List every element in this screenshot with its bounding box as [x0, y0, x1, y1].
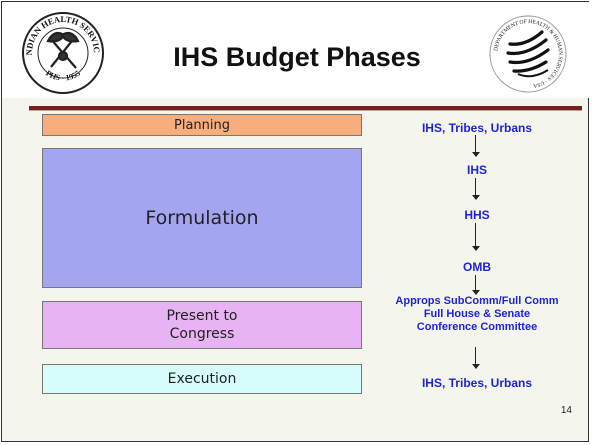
actor-ihs-tribes-urbans-execution: IHS, Tribes, Urbans [421, 376, 533, 390]
actor-congress-committees: Approps SubComm/Full Comm Full House & S… [372, 295, 582, 334]
arrow-down-icon [471, 223, 481, 251]
phase-formulation: Formulation [42, 148, 362, 288]
seal-text-bottom: PHS · 1955 [44, 69, 82, 83]
hhs-eagle-logo-icon: DEPARTMENT OF HEALTH & HUMAN SERVICES · … [489, 15, 567, 93]
svg-text:PHS · 1955: PHS · 1955 [44, 69, 82, 83]
indian-health-service-seal-icon: INDIAN HEALTH SERVICE PHS · 1955 [20, 10, 104, 94]
phase-present-to-congress: Present to Congress [42, 301, 362, 349]
slide-header: INDIAN HEALTH SERVICE PHS · 1955 IHS Bud… [2, 2, 590, 98]
phase-execution: Execution [42, 364, 362, 394]
actor-ihs-tribes-urbans-planning: IHS, Tribes, Urbans [421, 121, 533, 135]
actor-omb: OMB [463, 260, 491, 274]
actor-hhs: HHS [464, 208, 490, 222]
actor-congress-line-1: Approps SubComm/Full Comm [395, 295, 559, 307]
phase-present-to-congress-label: Present to Congress [166, 308, 238, 342]
arrow-down-icon [471, 347, 481, 369]
title-divider-accent [29, 110, 582, 111]
actor-congress-line-3: Conference Committee [416, 321, 538, 333]
arrow-down-icon [471, 135, 481, 157]
actor-congress-line-2: Full House & Senate [423, 308, 531, 320]
arrow-down-icon [471, 275, 481, 295]
actor-ihs: IHS [466, 163, 487, 177]
page-number: 14 [560, 405, 572, 416]
arrow-down-icon [471, 178, 481, 200]
slide-title: IHS Budget Phases [173, 42, 421, 72]
title-divider [29, 106, 582, 110]
phase-planning: Planning [42, 114, 362, 136]
